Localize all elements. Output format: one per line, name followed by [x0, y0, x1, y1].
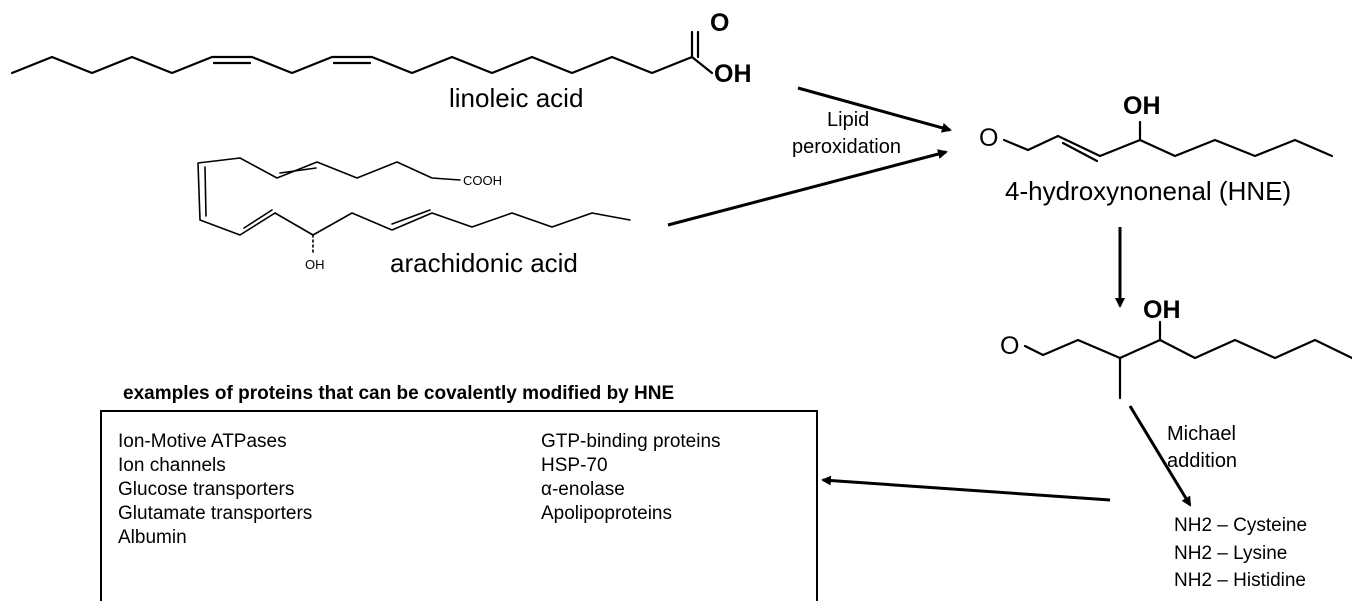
protein-list-left: Ion-Motive ATPases Ion channels Glucose … — [118, 430, 312, 550]
addition-label: addition — [1167, 450, 1238, 472]
michael-label: Michael — [1167, 423, 1236, 445]
amino-acid-histidine: NH2 – Histidine — [1174, 570, 1306, 591]
hne-adduct-structure — [1023, 320, 1352, 400]
amino-acid-lysine: NH2 – Lysine — [1174, 543, 1288, 564]
arachidonic-oh-label: OH — [305, 257, 325, 272]
protein-item: Glucose transporters — [118, 479, 295, 500]
protein-list-box: Ion-Motive ATPases Ion channels Glucose … — [100, 410, 818, 601]
arachidonic-acid-structure — [197, 157, 631, 256]
protein-item: α-enolase — [541, 479, 625, 500]
michael-addition-arrow — [1128, 405, 1192, 507]
hne-oh-label: OH — [1123, 92, 1161, 120]
protein-item: GTP-binding proteins — [541, 431, 721, 452]
hne-structure — [1002, 120, 1334, 163]
protein-item: Glutamate transporters — [118, 503, 313, 524]
linoleic-carbonyl-o-label: O — [710, 9, 730, 37]
amino-acid-cysteine: NH2 – Cysteine — [1174, 515, 1308, 536]
arachidonic-to-hne-arrow — [667, 149, 948, 227]
linoleic-to-hne-arrow — [797, 86, 952, 133]
lipid-label: Lipid — [827, 109, 870, 131]
linoleic-acid-label: linoleic acid — [449, 83, 584, 113]
protein-item: Ion channels — [118, 455, 226, 476]
peroxidation-label: peroxidation — [792, 136, 901, 158]
arachidonic-cooh-label: COOH — [463, 173, 502, 188]
hne-o-label: O — [979, 124, 999, 152]
adduct-oh-label: OH — [1143, 296, 1181, 324]
protein-list-right: GTP-binding proteins HSP-70 α-enolase Ap… — [541, 430, 721, 526]
protein-item: Ion-Motive ATPases — [118, 431, 287, 452]
amino-acids-to-proteins-arrow — [821, 475, 1111, 502]
protein-item: HSP-70 — [541, 455, 608, 476]
linoleic-acid-structure — [10, 30, 714, 75]
protein-list-title: examples of proteins that can be covalen… — [123, 383, 675, 404]
linoleic-oh-label: OH — [714, 60, 752, 88]
arachidonic-acid-label: arachidonic acid — [390, 248, 578, 278]
protein-item: Apolipoproteins — [541, 503, 672, 524]
reaction-arrows — [667, 86, 1192, 507]
hne-label: 4-hydroxynonenal (HNE) — [1005, 176, 1292, 206]
protein-item: Albumin — [118, 527, 187, 548]
adduct-o-label: O — [1000, 332, 1020, 360]
